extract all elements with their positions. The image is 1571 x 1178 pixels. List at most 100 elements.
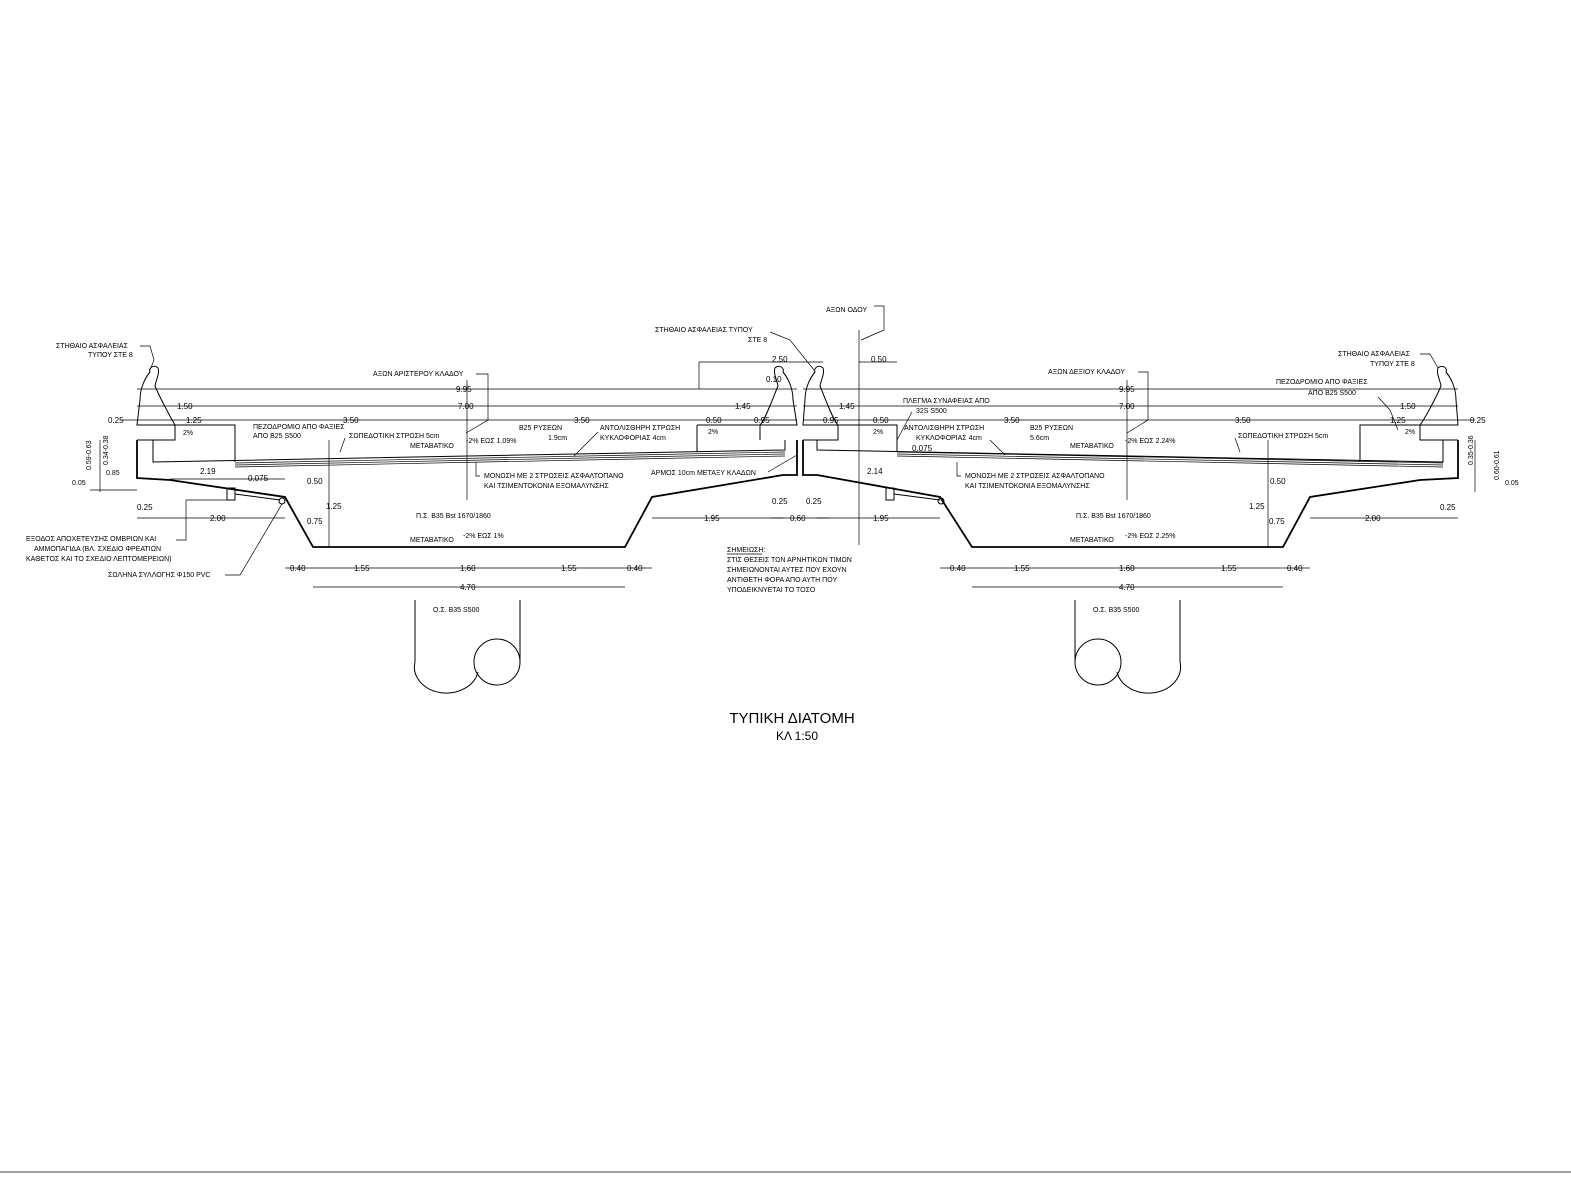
transition-bottom-left: ΜΕΤΑΒΑΤΙΚΟ bbox=[410, 537, 454, 544]
dim-mid-060: 0.60 bbox=[790, 514, 806, 523]
b25-left-2: 1.9cm bbox=[548, 435, 567, 442]
dim-059: 0.59-0.63 bbox=[86, 440, 93, 470]
dim-left-155b: 1.55 bbox=[561, 564, 577, 573]
left-pier: Ο.Σ. Β35 S500 bbox=[413, 600, 521, 694]
note-line3: ΑΝΤΙΘΕΤΗ ΦΟΡΑ ΑΠΟ ΑΥΤΗ ΠΟΥ bbox=[727, 577, 837, 584]
dim-left-025: 0.25 bbox=[108, 416, 124, 425]
dim-right-150: 1.50 bbox=[1400, 402, 1416, 411]
dim-035: 0.35-0.36 bbox=[1468, 435, 1475, 465]
sidewalk-left-2: ΑΠΟ Β25 S500 bbox=[253, 433, 301, 440]
transition-right: ΜΕΤΑΒΑΤΙΚΟ bbox=[1070, 443, 1114, 450]
sidewalk-right-2: ΑΠΟ Β25 S500 bbox=[1308, 390, 1356, 397]
slope-bottom-right: -2% ΕΩΣ 2.25% bbox=[1125, 533, 1175, 540]
dim-left-470: 4.70 bbox=[460, 583, 476, 592]
b25-right-1: Β25 ΡΥΣΕΩΝ bbox=[1030, 425, 1073, 432]
b25-right-2: 5.6cm bbox=[1030, 435, 1049, 442]
drain-line2: ΑΜΜΟΠΑΓΙΔΑ (ΒΛ. ΣΧΕΔΙΟ ΦΡΕΑΤΙΩΝ bbox=[34, 546, 161, 553]
gap-label: ΑΡΜΟΣ 10cm ΜΕΤΑΞΥ ΚΛΑΔΩΝ bbox=[651, 470, 756, 477]
dim-left-150: 1.50 bbox=[177, 402, 193, 411]
dim-right-0075: 0.075 bbox=[912, 444, 933, 453]
transition-left: ΜΕΤΑΒΑΤΙΚΟ bbox=[410, 443, 454, 450]
dim-left-0075: 0.075 bbox=[248, 474, 269, 483]
middle-bottom-dimensions: 0.25 0.25 0.60 bbox=[770, 497, 830, 523]
dim-left-145: 1.45 bbox=[735, 402, 751, 411]
dim-right-075: 0.75 bbox=[1269, 517, 1285, 526]
slope-right: -2% ΕΩΣ 2.24% bbox=[1125, 438, 1175, 445]
note-block: ΣΗΜΕΙΩΣΗ: ΣΤΙΣ ΘΕΣΕΙΣ ΤΩΝ ΑΡΝΗΤΙΚΩΝ ΤΙΜΩ… bbox=[727, 547, 852, 594]
note-line2: ΣΗΜΕΙΩΝΟΝΤΑΙ ΑΥΤΕΣ ΠΟΥ ΕΧΟΥΝ bbox=[727, 567, 847, 574]
prestress-left: Π.Σ. Β35 Βst 1670/1860 bbox=[416, 513, 491, 520]
right-bottom-dimensions: 2.14 0.075 1.95 0.50 1.25 0.75 2.00 0.25… bbox=[817, 440, 1458, 592]
dim-214: 2.14 bbox=[867, 467, 883, 476]
sidewalk-left-1: ΠΕΖΟΔΡΟΜΙΟ ΑΠΟ ΦΑΞΙΕΣ bbox=[253, 424, 345, 431]
insul-left-2: ΚΑΙ ΤΣΙΜΕΝΤΟΚΟΝΙΑ ΕΞΟΜΑΛΥΝΣΗΣ bbox=[484, 483, 609, 490]
dim-right-125: 1.25 bbox=[1390, 416, 1406, 425]
annotations: ΣΤΗΘΑΙΟ ΑΣΦΑΛΕΙΑΣ ΤΥΠΟΥ ΣΤΕ 8 ΣΤΗΘΑΙΟ ΑΣ… bbox=[26, 327, 1439, 594]
waterproof-right: ΣΩΠΕΔΟΤΙΚΗ ΣΤΡΩΣΗ 5cm bbox=[1238, 433, 1328, 440]
barrier-mid-line1: ΣΤΗΘΑΙΟ ΑΣΦΑΛΕΙΑΣ ΤΥΠΟΥ bbox=[655, 327, 753, 334]
drain-line3: ΚΑΘΕΤΟΣ ΚΑΙ ΤΟ ΣΧΕΔΙΟ ΛΕΠΤΟΜΕΡΕΙΩΝ) bbox=[26, 556, 172, 563]
dim-left-350a: 3.50 bbox=[343, 416, 359, 425]
dim-250: 2.50 bbox=[772, 355, 788, 364]
slope-left: -2% ΕΩΣ 1.09% bbox=[466, 438, 516, 445]
left-deck bbox=[136, 365, 798, 548]
dim-034: 0.34-0.38 bbox=[103, 435, 110, 465]
dim-010: 0.10 bbox=[766, 375, 782, 384]
dim-mid-025b: 0.25 bbox=[806, 497, 822, 506]
barrier-right-line1: ΣΤΗΘΑΙΟ ΑΣΦΑΛΕΙΑΣ bbox=[1338, 351, 1411, 358]
barrier-left-line2: ΤΥΠΟΥ ΣΤΕ 8 bbox=[88, 352, 133, 359]
waterproof-left: ΣΩΠΕΔΟΤΙΚΗ ΣΤΡΩΣΗ 5cm bbox=[349, 433, 439, 440]
dim-left-125: 1.25 bbox=[186, 416, 202, 425]
dim-right-350a: 3.50 bbox=[1004, 416, 1020, 425]
transition-bottom-right: ΜΕΤΑΒΑΤΙΚΟ bbox=[1070, 537, 1114, 544]
drawing-scale: ΚΛ 1:50 bbox=[776, 729, 818, 743]
dim-left-050: 0.50 bbox=[706, 416, 722, 425]
left-axis-label: ΑΞΩΝ ΑΡΙΣΤΕΡΟΥ ΚΛΑΔΟΥ bbox=[373, 371, 464, 378]
dim-right-040a: 0.40 bbox=[950, 564, 966, 573]
dim-left-160: 1.60 bbox=[460, 564, 476, 573]
dim-left-125b: 1.25 bbox=[326, 502, 342, 511]
insul-left-1: ΜΟΝΩΣΗ ΜΕ 2 ΣΤΡΩΣΕΙΣ ΑΣΦΑΛΤΟΠΑΝΟ bbox=[484, 473, 624, 480]
right-axis-label: ΑΞΩΝ ΔΕΞΙΟΥ ΚΛΑΔΟΥ bbox=[1048, 369, 1125, 376]
dim-219: 2.19 bbox=[200, 467, 216, 476]
dim-left-005: 0.05 bbox=[72, 480, 86, 487]
pct-right-sidewalk: 2% bbox=[1405, 429, 1415, 436]
dim-left-075: 0.75 bbox=[307, 517, 323, 526]
dim-050-axis: 0.50 bbox=[871, 355, 887, 364]
pier-left-label: Ο.Σ. Β35 S500 bbox=[433, 607, 479, 614]
pct-right-edge: 2% bbox=[873, 429, 883, 436]
slope-bottom-left: -2% ΕΩΣ 1% bbox=[463, 533, 504, 540]
mesh-line1: ΠΛΕΓΜΑ ΣΥΝΑΦΕΙΑΣ ΑΠΟ bbox=[903, 398, 990, 405]
dim-right-025: 0.25 bbox=[1470, 416, 1486, 425]
dim-left-700: 7.00 bbox=[458, 402, 474, 411]
anti-left-2: ΚΥΚΛΟΦΟΡΙΑΣ 4cm bbox=[600, 435, 666, 442]
dim-right-025b: 0.25 bbox=[1440, 503, 1456, 512]
dim-mid-025a: 0.25 bbox=[772, 497, 788, 506]
insul-right-2: ΚΑΙ ΤΣΙΜΕΝΤΟΚΟΝΙΑ ΕΞΟΜΑΛΥΝΣΗΣ bbox=[965, 483, 1090, 490]
b25-left-1: Β25 ΡΥΣΕΩΝ bbox=[519, 425, 562, 432]
dim-right-350b: 3.50 bbox=[1235, 416, 1251, 425]
top-dimensions: 9.95 9.95 1.50 7.00 1.45 1.45 7.00 1.50 … bbox=[108, 355, 1486, 425]
pct-left-sidewalk: 2% bbox=[183, 430, 193, 437]
barrier-left-line1: ΣΤΗΘΑΙΟ ΑΣΦΑΛΕΙΑΣ bbox=[56, 343, 129, 350]
anti-left-1: ΑΝΤΟΛΙΣΘΗΡΗ ΣΤΡΩΣΗ bbox=[600, 425, 680, 432]
dim-060r: 0.60-0.61 bbox=[1494, 450, 1501, 480]
dim-left-995: 9.95 bbox=[456, 385, 472, 394]
dim-right-040b: 0.40 bbox=[1287, 564, 1303, 573]
dim-left-195: 1.95 bbox=[704, 514, 720, 523]
right-vertical-dimensions: 0.35-0.36 0.60-0.61 0.05 bbox=[1468, 435, 1519, 492]
road-axis: ΑΞΩΝ ΟΔΟΥ bbox=[826, 305, 885, 545]
dim-right-095: 0.95 bbox=[823, 416, 839, 425]
pipe-label: ΣΩΛΗΝΑ ΣΥΛΛΟΓΗΣ Φ150 PVC bbox=[108, 572, 210, 579]
note-title: ΣΗΜΕΙΩΣΗ: bbox=[727, 547, 765, 554]
anti-right-1: ΑΝΤΟΛΙΣΘΗΡΗ ΣΤΡΩΣΗ bbox=[904, 425, 984, 432]
dim-right-160: 1.60 bbox=[1119, 564, 1135, 573]
dim-left-200: 2.00 bbox=[210, 514, 226, 523]
pct-left-edge: 2% bbox=[708, 429, 718, 436]
dim-right-155b: 1.55 bbox=[1221, 564, 1237, 573]
right-deck bbox=[802, 365, 1459, 548]
dim-right-145: 1.45 bbox=[839, 402, 855, 411]
sidewalk-right-1: ΠΕΖΟΔΡΟΜΙΟ ΑΠΟ ΦΑΞΙΕΣ bbox=[1276, 379, 1368, 386]
dim-left-350b: 3.50 bbox=[574, 416, 590, 425]
